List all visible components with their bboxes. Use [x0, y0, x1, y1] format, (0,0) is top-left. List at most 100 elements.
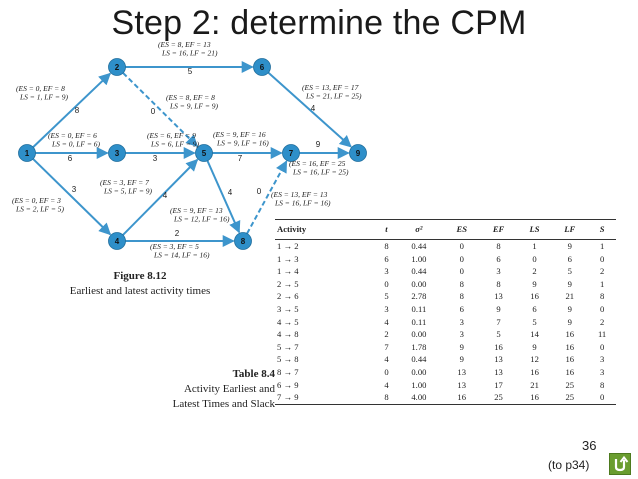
- table-cell: 2: [599, 316, 605, 327]
- node-circle-3: [108, 144, 126, 162]
- column-header: t: [379, 219, 394, 240]
- table-cell: 7: [496, 316, 501, 327]
- table-cell: 1: [599, 241, 605, 251]
- duration-label-1-4: 3: [72, 185, 77, 194]
- node-label-7: 7: [289, 149, 294, 158]
- table-cell: 16: [565, 366, 575, 377]
- node-8: 8: [234, 232, 252, 250]
- node-circle-2: [108, 58, 126, 76]
- column-header: Activity: [275, 219, 380, 240]
- column-header: LS: [517, 219, 552, 240]
- ls-lf-label-7-9: LS = 16, LF = 25): [292, 168, 349, 177]
- duration-label-2-6: 5: [188, 67, 193, 76]
- node-label-5: 5: [202, 149, 207, 158]
- table-cell: 9: [567, 241, 572, 251]
- table-cell: 3: [599, 354, 605, 365]
- table-cell: 3: [384, 303, 389, 314]
- es-ef-label-8-7: (ES = 13, EF = 13: [271, 190, 328, 199]
- node-circle-8: [234, 232, 252, 250]
- edge-2-5: [122, 72, 199, 148]
- table-cell: 2 → 6: [277, 291, 299, 302]
- table-caption-line1: Activity Earliest and: [183, 383, 275, 395]
- duration-label-5-8: 4: [228, 188, 233, 197]
- table-cell: 8: [384, 241, 389, 251]
- return-button[interactable]: [609, 453, 631, 475]
- table-cell: 8 → 7: [277, 366, 299, 377]
- table-caption: Table 8.4 Activity Earliest and Latest T…: [140, 367, 275, 412]
- table-cell: 9: [532, 278, 537, 289]
- table-cell: 2.78: [411, 291, 427, 302]
- table-cell: 8: [496, 241, 501, 251]
- es-ef-label-4-8: (ES = 3, EF = 5: [150, 242, 199, 251]
- table-cell: 0.00: [411, 329, 427, 340]
- node-6: 6: [253, 58, 271, 76]
- ls-lf-label-6-9: LS = 21, LF = 25): [305, 92, 362, 101]
- table-cell: 3: [459, 329, 464, 340]
- node-label-8: 8: [241, 237, 246, 246]
- table-cell: 1.00: [411, 379, 427, 390]
- table-cell: 6: [384, 253, 389, 264]
- node-label-2: 2: [115, 63, 120, 72]
- table-cell: 1 → 2: [277, 241, 299, 251]
- es-ef-label-2-6: (ES = 8, EF = 13: [158, 40, 211, 49]
- table-cell: 25: [565, 379, 575, 390]
- table-cell: 2 → 5: [277, 278, 299, 289]
- table-cell: 3: [599, 366, 605, 377]
- table-cell: 21: [565, 291, 575, 302]
- table-cell: 5 → 7: [277, 341, 299, 352]
- table-cell: 14: [530, 329, 539, 340]
- table-cell: 0.11: [411, 316, 427, 327]
- table-cell: 1.78: [411, 341, 427, 352]
- table-cell: 13: [494, 366, 503, 377]
- table-cell: 16: [565, 354, 575, 365]
- ls-lf-label-5-8: LS = 12, LF = 16): [173, 215, 230, 224]
- duration-label-2-5: 0: [151, 107, 156, 116]
- table-cell: 1.00: [411, 253, 427, 264]
- table-cell: 2: [532, 266, 537, 277]
- duration-label-1-2: 8: [75, 106, 80, 115]
- edge-4-5: [122, 158, 199, 236]
- ls-lf-label-1-3: LS = 0, LF = 6): [51, 140, 101, 149]
- table-cell: 0: [599, 303, 605, 314]
- table-cell: 13: [457, 366, 467, 377]
- table-cell: 9: [459, 341, 464, 352]
- duration-label-7-9: 9: [316, 140, 321, 149]
- table-cell: 0: [532, 253, 537, 264]
- es-ef-label-5-8: (ES = 9, EF = 13: [170, 206, 223, 215]
- table-cell: 6 → 9: [277, 379, 299, 390]
- table-cell: 0: [599, 253, 605, 264]
- table-cell: 11: [597, 329, 607, 340]
- table-cell: 0.00: [411, 278, 427, 289]
- node-9: 9: [349, 144, 367, 162]
- table-cell: 3: [496, 266, 501, 277]
- table-cell: 1 → 4: [277, 266, 299, 277]
- edge-1-4: [32, 158, 112, 236]
- table-cell: 12: [530, 354, 539, 365]
- figure-caption-text: Earliest and latest activity times: [69, 285, 211, 297]
- ls-lf-label-1-4: LS = 2, LF = 5): [15, 205, 65, 214]
- table-cell: 0.44: [411, 266, 427, 277]
- node-circle-6: [253, 58, 271, 76]
- node-circle-5: [195, 144, 213, 162]
- table-cell: 0: [588, 391, 616, 405]
- table-cell: 16: [565, 341, 575, 352]
- table-cell: 0: [384, 366, 389, 377]
- duration-label-5-7: 7: [238, 154, 243, 163]
- ls-lf-label-2-6: LS = 16, LF = 21): [161, 49, 218, 58]
- node-label-1: 1: [25, 149, 30, 158]
- ls-lf-label-1-2: LS = 1, LF = 9): [19, 93, 69, 102]
- duration-label-4-5: 4: [163, 191, 168, 200]
- back-link[interactable]: (to p34): [548, 458, 590, 472]
- table-cell: 6: [459, 303, 464, 314]
- slide-title: Step 2: determine the CPM: [111, 4, 527, 42]
